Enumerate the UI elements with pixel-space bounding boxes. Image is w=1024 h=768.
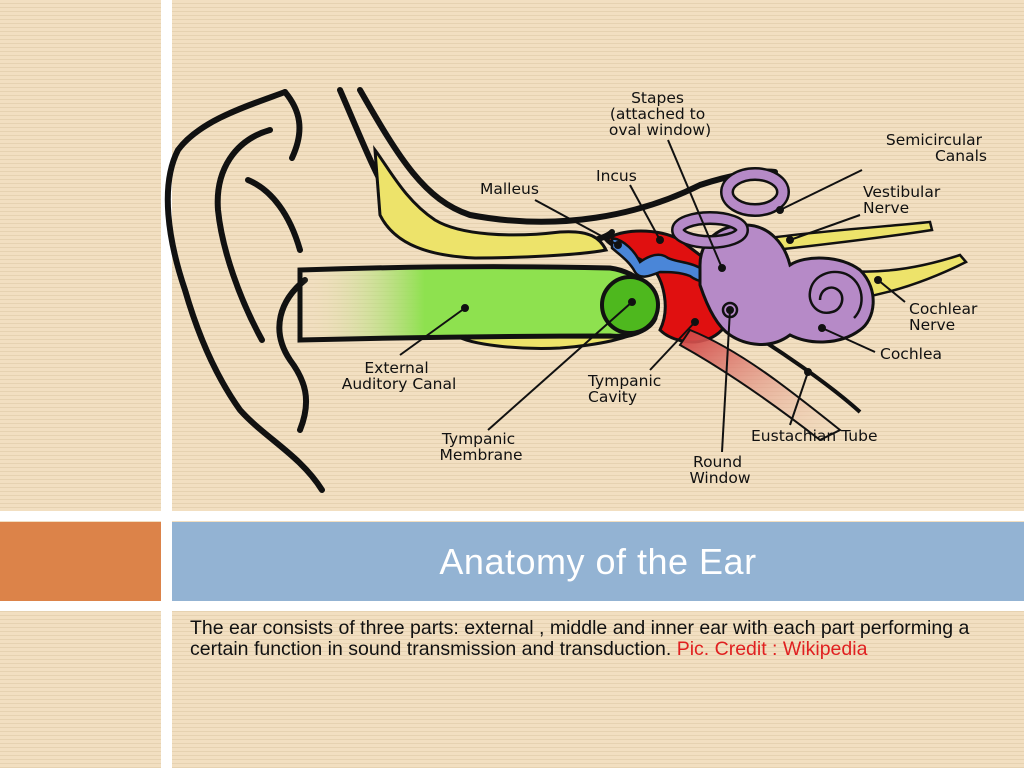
- leader-lines: [399, 139, 906, 453]
- picture-credit: Pic. Credit : Wikipedia: [676, 638, 868, 660]
- temporal-bone-upper: [373, 144, 609, 260]
- eustachian-tube-shape: [678, 328, 842, 442]
- title-bar: Anatomy of the Ear: [172, 522, 1024, 601]
- top-divider-line: [0, 511, 1024, 521]
- label-round-window: Round Window: [689, 453, 750, 487]
- accent-block: [0, 522, 161, 601]
- vestibular-nerve-shape: [768, 220, 934, 252]
- ear-anatomy-diagram: Stapes (attached to oval window) Semicir…: [164, 87, 987, 493]
- label-semicircular-canals: Semicircular Canals: [886, 131, 987, 165]
- label-cochlea: Cochlea: [880, 345, 942, 363]
- label-cochlear-nerve: Cochlear Nerve: [909, 300, 982, 334]
- description-text: The ear consists of three parts: externa…: [190, 617, 970, 660]
- label-stapes: Stapes (attached to oval window): [609, 89, 711, 139]
- left-frame-line: [161, 0, 172, 768]
- cochlea-spiral: [808, 270, 863, 319]
- label-incus: Incus: [596, 167, 637, 185]
- label-vestibular-nerve: Vestibular Nerve: [863, 183, 945, 217]
- label-eustachian-tube: Eustachian Tube: [751, 427, 877, 445]
- bottom-divider-line: [0, 601, 1024, 611]
- label-tympanic-membrane: Tympanic Membrane: [439, 430, 522, 464]
- slide-body-text: The ear consists of three parts: externa…: [190, 618, 990, 660]
- label-tympanic-cavity: Tympanic Cavity: [587, 372, 666, 406]
- label-malleus: Malleus: [480, 180, 539, 198]
- slide-title: Anatomy of the Ear: [439, 540, 757, 582]
- label-external-auditory-canal: External Auditory Canal: [342, 359, 457, 393]
